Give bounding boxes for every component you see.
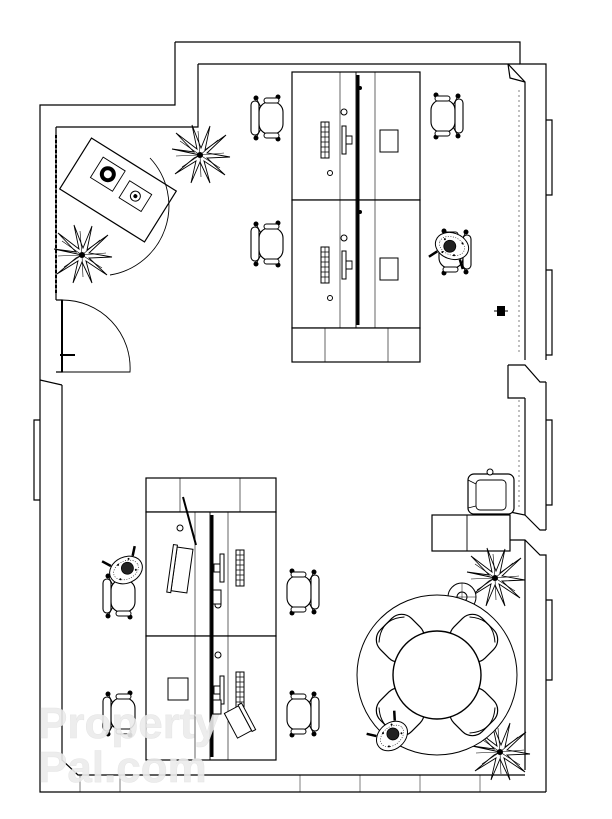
office-chair-icon[interactable] (250, 219, 284, 269)
keyboard-icon (320, 246, 330, 284)
wall-fitting (494, 306, 508, 316)
office-chair-icon[interactable] (250, 93, 284, 143)
keyboard-icon (320, 121, 330, 159)
watermark-line-1: Property (38, 699, 219, 748)
office-chair-icon[interactable] (430, 91, 464, 141)
plant-icon (53, 224, 113, 284)
lower-desk-equipment (166, 496, 257, 739)
door-swing-arc (61, 299, 131, 373)
office-chair-icon[interactable] (286, 689, 320, 739)
cabinet-swing-arc (109, 157, 170, 276)
office-chair-icon[interactable] (286, 567, 320, 617)
upper-desk-equipment (320, 86, 399, 301)
keyboard-icon (235, 671, 245, 709)
wall-hatching (55, 63, 520, 792)
printer-cabinet (58, 137, 178, 243)
round-meeting-table (356, 594, 518, 756)
armchair[interactable] (467, 468, 515, 515)
side-cabinet (431, 514, 511, 552)
keyboard-icon (235, 549, 245, 587)
plant-icon (171, 124, 231, 184)
watermark: Property Pal.com (38, 699, 220, 793)
upper-desk-cluster (291, 71, 421, 363)
watermark-line-2: Pal.com (38, 743, 207, 792)
